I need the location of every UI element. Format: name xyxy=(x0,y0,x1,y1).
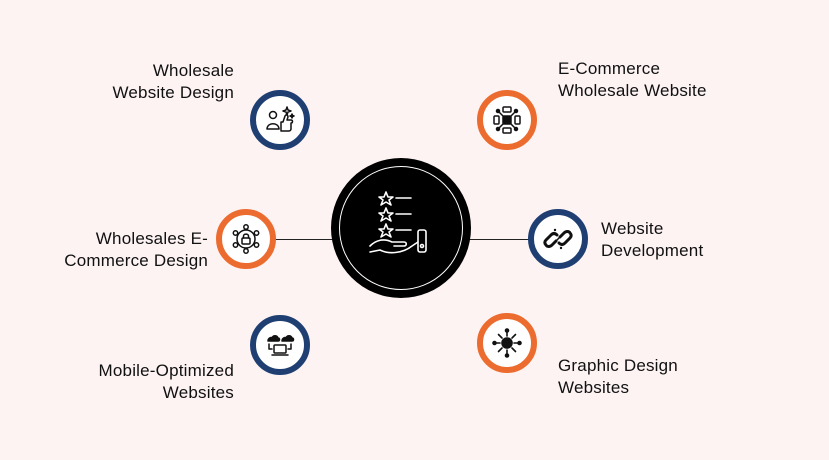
node-graphic-design-websites xyxy=(477,313,537,373)
label-line: Wholesales E- xyxy=(95,229,208,248)
node-wholesale-website-design xyxy=(250,90,310,150)
label-mobile-optimized-websites: Mobile-Optimized Websites xyxy=(99,360,234,404)
label-line: Websites xyxy=(558,378,630,397)
workflow-icon xyxy=(493,106,521,134)
chain-link-icon xyxy=(543,228,573,250)
node-ecommerce-wholesale-website xyxy=(477,90,537,150)
rating-hand-icon xyxy=(369,191,427,254)
cloud-devices-icon xyxy=(267,335,295,356)
node-website-development xyxy=(528,209,588,269)
label-line: Mobile-Optimized xyxy=(98,361,234,380)
label-line: Wholesale Website xyxy=(558,81,707,100)
connector-left xyxy=(273,239,335,240)
label-line: Wholesale xyxy=(152,61,234,80)
node-mobile-optimized-websites xyxy=(250,315,310,375)
network-lock-icon xyxy=(232,224,260,254)
label-line: Development xyxy=(601,241,704,260)
label-website-development: Website Development xyxy=(601,218,703,262)
label-wholesales-ecommerce-design: Wholesales E- Commerce Design xyxy=(64,228,208,272)
label-graphic-design-websites: Graphic Design Websites xyxy=(558,355,678,399)
label-line: Website xyxy=(601,219,664,238)
label-line: E-Commerce xyxy=(558,59,661,78)
label-line: Graphic Design xyxy=(558,356,678,375)
hub-ring xyxy=(339,166,463,290)
label-line: Websites xyxy=(162,383,234,402)
label-wholesale-website-design: Wholesale Website Design xyxy=(112,60,234,104)
label-line: Website Design xyxy=(112,83,234,102)
node-wholesales-ecommerce-design xyxy=(216,209,276,269)
central-hub xyxy=(331,158,471,298)
connector-right xyxy=(467,239,531,240)
hub-sparkle-icon xyxy=(492,328,522,358)
users-sparkle-icon xyxy=(266,106,295,132)
label-line: Commerce Design xyxy=(64,251,208,270)
label-ecommerce-wholesale-website: E-Commerce Wholesale Website xyxy=(558,58,707,102)
